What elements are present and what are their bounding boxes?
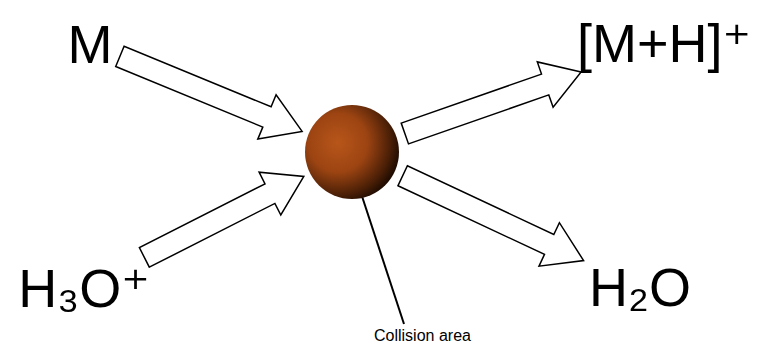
species-node: H₂O (589, 260, 691, 314)
species-node: [M+H]⁺ (577, 16, 751, 70)
species-node: M (68, 17, 113, 71)
species-formula: H₂O (589, 260, 691, 314)
block-arrow (116, 46, 302, 139)
callout-label: Collision area (374, 328, 471, 344)
block-arrow (139, 172, 303, 267)
species-formula: M (68, 17, 113, 71)
species-formula: [M+H]⁺ (577, 16, 751, 70)
block-arrow (398, 166, 584, 266)
block-arrow (401, 62, 581, 144)
species-node: H₃O⁺ (18, 261, 150, 315)
collision-sphere: Collision area (304, 104, 400, 200)
species-formula: H₃O⁺ (18, 261, 150, 315)
sphere-shape (304, 104, 400, 200)
